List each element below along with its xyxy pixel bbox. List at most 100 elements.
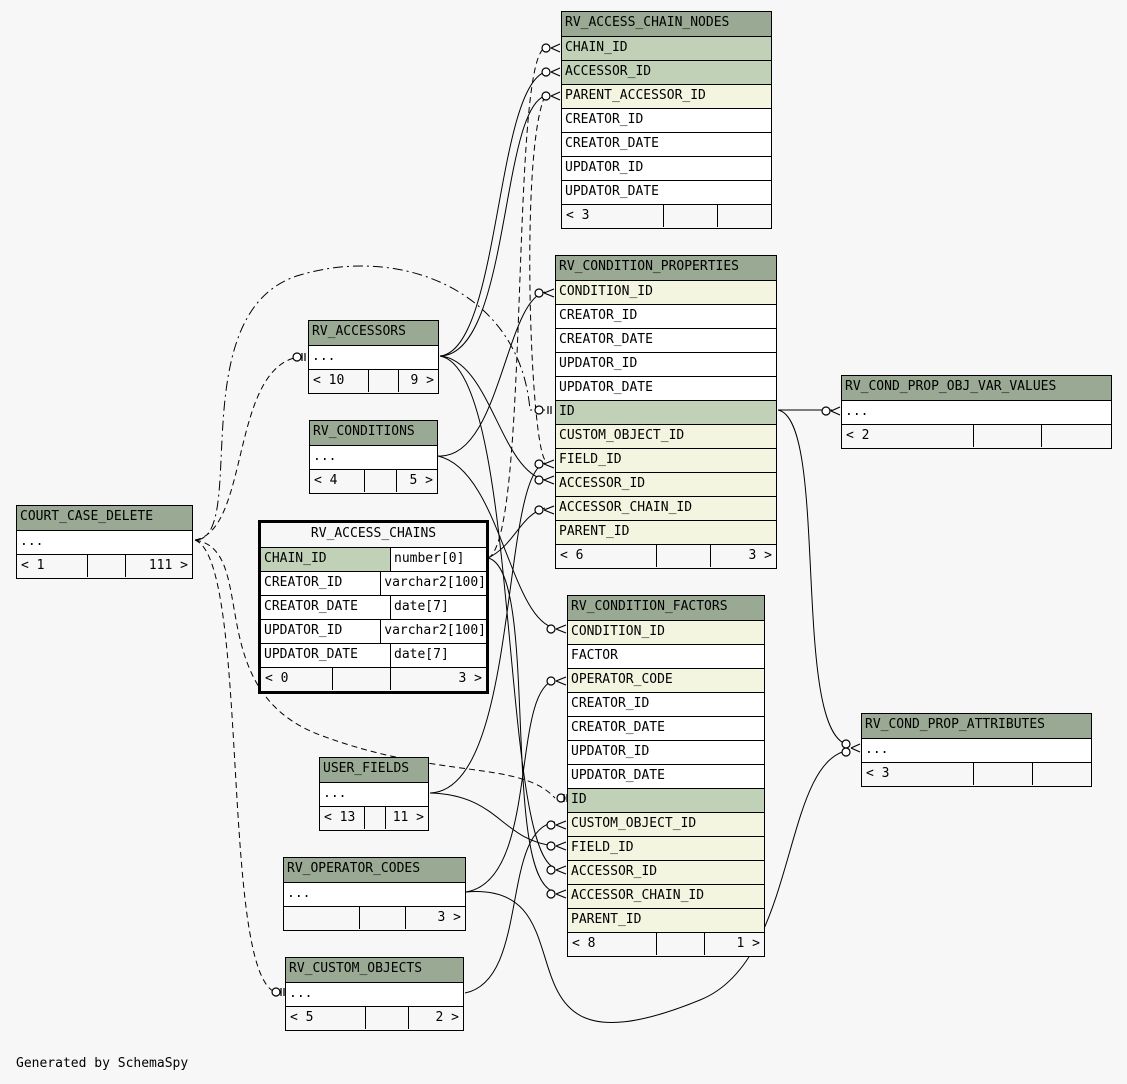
table-footer: < 4 5 > [310, 469, 437, 493]
column-accessor-chain-id: ACCESSOR_CHAIN_ID [556, 496, 776, 520]
table-rv-access-chain-nodes[interactable]: RV_ACCESS_CHAIN_NODES CHAIN_ID ACCESSOR_… [561, 11, 772, 229]
table-title[interactable]: RV_ACCESS_CHAINS [261, 523, 486, 547]
column-accessor-id: ACCESSOR_ID [562, 60, 771, 84]
parents-count[interactable]: < 5 [286, 1007, 366, 1029]
children-count[interactable]: 3 > [748, 548, 772, 563]
table-rv-access-chains[interactable]: RV_ACCESS_CHAINS CHAIN_ID number[0] CREA… [258, 520, 489, 694]
table-title[interactable]: RV_CUSTOM_OBJECTS [286, 958, 463, 982]
children-count[interactable]: 1 > [736, 936, 760, 951]
column-name: CREATOR_DATE [261, 596, 391, 619]
column-condition-id: CONDITION_ID [568, 620, 764, 644]
table-title[interactable]: RV_ACCESSORS [309, 321, 438, 345]
parents-count[interactable]: < 3 [562, 205, 664, 227]
column-updator-date: UPDATOR_DATE [568, 764, 764, 788]
columns-collapsed: ... [320, 782, 428, 806]
column-creator-date: CREATOR_DATE [556, 328, 776, 352]
table-footer: < 3 [862, 762, 1091, 786]
children-count[interactable] [718, 205, 771, 227]
column-creator-id: CREATOR_ID varchar2[100] [261, 571, 486, 595]
children-count[interactable]: 2 > [435, 1010, 459, 1025]
table-footer: < 13 11 > [320, 806, 428, 830]
children-count[interactable]: 5 > [409, 473, 433, 488]
parents-count[interactable]: < 10 [309, 370, 369, 392]
column-name: CREATOR_ID [261, 572, 382, 595]
column-field-id: FIELD_ID [568, 836, 764, 860]
parents-count[interactable]: < 4 [310, 470, 365, 492]
row-count [333, 668, 391, 690]
table-title[interactable]: RV_CONDITION_PROPERTIES [556, 256, 776, 280]
row-count [657, 933, 705, 955]
column-creator-date: CREATOR_DATE [568, 716, 764, 740]
table-footer: < 10 9 > [309, 369, 438, 393]
rel-accessors-chain-nodes-accessor [439, 71, 546, 357]
table-rv-condition-properties[interactable]: RV_CONDITION_PROPERTIES CONDITION_ID CRE… [555, 255, 777, 569]
table-title[interactable]: RV_COND_PROP_ATTRIBUTES [862, 714, 1091, 738]
children-count[interactable]: 11 > [392, 810, 424, 825]
table-title[interactable]: RV_CONDITION_FACTORS [568, 596, 764, 620]
parents-count[interactable]: < 3 [862, 763, 974, 785]
table-title[interactable]: USER_FIELDS [320, 758, 428, 782]
column-chain-id: CHAIN_ID number[0] [261, 547, 486, 571]
table-rv-condition-factors[interactable]: RV_CONDITION_FACTORS CONDITION_ID FACTOR… [567, 595, 765, 957]
rel-operator-codes-cond-factors [465, 679, 556, 893]
parents-count[interactable] [284, 907, 360, 929]
column-type: date[7] [394, 599, 449, 614]
children-count[interactable]: 9 > [410, 373, 434, 388]
column-parent-accessor-id: PARENT_ACCESSOR_ID [562, 84, 771, 108]
table-rv-cond-prop-attributes[interactable]: RV_COND_PROP_ATTRIBUTES ... < 3 [861, 713, 1092, 787]
rel-court-case-accessors [194, 356, 299, 541]
row-count [88, 555, 126, 577]
column-type: varchar2[100] [384, 623, 486, 638]
table-user-fields[interactable]: USER_FIELDS ... < 13 11 > [319, 757, 429, 831]
column-updator-id: UPDATOR_ID varchar2[100] [261, 619, 486, 643]
table-title[interactable]: RV_OPERATOR_CODES [284, 858, 465, 882]
row-count [365, 807, 386, 829]
children-count[interactable]: 3 > [458, 671, 482, 686]
children-count[interactable]: 111 > [148, 558, 188, 573]
column-field-id: FIELD_ID [556, 448, 776, 472]
column-factor: FACTOR [568, 644, 764, 668]
parents-count[interactable]: < 8 [568, 933, 657, 955]
column-operator-code: OPERATOR_CODE [568, 668, 764, 692]
rel-user-fields-cond-factors [429, 792, 556, 847]
table-rv-accessors[interactable]: RV_ACCESSORS ... < 10 9 > [308, 320, 439, 394]
table-rv-operator-codes[interactable]: RV_OPERATOR_CODES ... 3 > [283, 857, 466, 931]
table-footer: < 0 3 > [261, 667, 486, 691]
column-parent-id: PARENT_ID [556, 520, 776, 544]
columns-collapsed: ... [17, 530, 192, 554]
table-footer: < 5 2 > [286, 1006, 463, 1030]
column-updator-date: UPDATOR_DATE date[7] [261, 643, 486, 667]
column-name: UPDATOR_DATE [261, 644, 391, 667]
row-count [664, 205, 718, 227]
rel-chains-cond-props [487, 507, 546, 559]
column-custom-object-id: CUSTOM_OBJECT_ID [556, 424, 776, 448]
column-creator-id: CREATOR_ID [562, 108, 771, 132]
parents-count[interactable]: < 13 [320, 807, 365, 829]
columns-collapsed: ... [286, 982, 463, 1006]
table-title[interactable]: RV_COND_PROP_OBJ_VAR_VALUES [842, 376, 1111, 400]
parents-count[interactable]: < 6 [556, 545, 657, 567]
rel-accessors-cond-props-accessor [439, 355, 546, 481]
columns-collapsed: ... [310, 445, 437, 469]
column-accessor-id: ACCESSOR_ID [568, 860, 764, 884]
parents-count[interactable]: < 0 [261, 668, 333, 690]
table-footer: < 1 111 > [17, 554, 192, 578]
table-footer: < 8 1 > [568, 932, 764, 956]
parents-count[interactable]: < 1 [17, 555, 88, 577]
children-count[interactable] [1042, 425, 1111, 447]
table-title[interactable]: RV_CONDITIONS [310, 421, 437, 445]
table-court-case-delete[interactable]: COURT_CASE_DELETE ... < 1 111 > [16, 505, 193, 579]
table-rv-cond-prop-obj-var-values[interactable]: RV_COND_PROP_OBJ_VAR_VALUES ... < 2 [841, 375, 1112, 449]
table-title[interactable]: COURT_CASE_DELETE [17, 506, 192, 530]
table-rv-conditions[interactable]: RV_CONDITIONS ... < 4 5 > [309, 420, 438, 494]
table-rv-custom-objects[interactable]: RV_CUSTOM_OBJECTS ... < 5 2 > [285, 957, 464, 1031]
row-count [366, 1007, 409, 1029]
table-footer: < 2 [842, 424, 1111, 448]
table-title[interactable]: RV_ACCESS_CHAIN_NODES [562, 12, 771, 36]
children-count[interactable]: 3 > [437, 910, 461, 925]
columns-collapsed: ... [842, 400, 1111, 424]
children-count[interactable] [1033, 763, 1091, 785]
parents-count[interactable]: < 2 [842, 425, 974, 447]
column-updator-id: UPDATOR_ID [568, 740, 764, 764]
row-count [657, 545, 711, 567]
